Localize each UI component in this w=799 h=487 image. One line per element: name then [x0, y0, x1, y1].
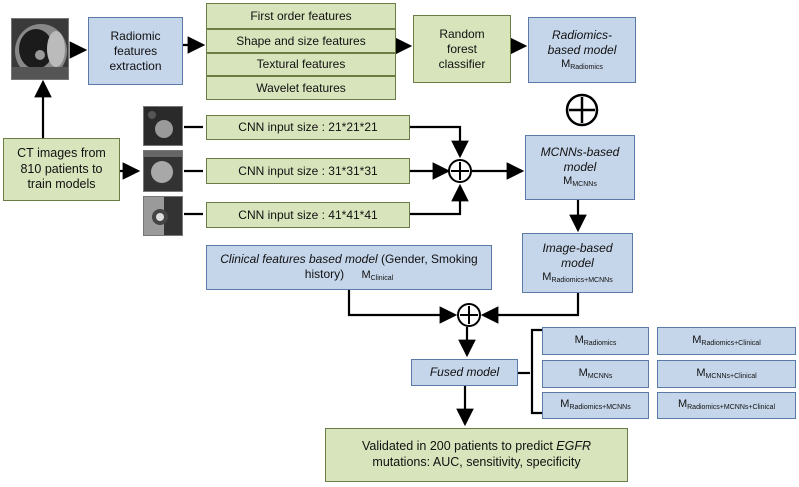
image-model-title: Image-based model: [542, 240, 613, 270]
radiomic-extraction-box: Radiomic features extraction: [88, 17, 183, 85]
validation-gene: EGFR: [556, 439, 592, 454]
nodule-patch-thumbnail: [143, 150, 183, 192]
cnn-label: CNN input size : 31*31*31: [238, 163, 378, 178]
feature-textural: Textural features: [206, 53, 396, 76]
feature-label: First order features: [250, 8, 352, 23]
validation-line2: mutations: AUC, sensitivity, specificity: [372, 455, 581, 469]
clinical-model-box: Clinical features based model (Gender, S…: [206, 245, 492, 290]
clinical-model-detail: (Gender, Smoking history): [304, 251, 478, 281]
variant-radiomics: MRadiomics: [542, 327, 649, 355]
validation-line1: Validated in 200 patients to predict: [361, 439, 557, 454]
validation-box: Validated in 200 patients to predict EGF…: [325, 428, 628, 482]
variant-radiomics-mcnns-clinical: MRadiomics+MCNNs+Clinical: [657, 392, 796, 419]
radiomics-model-box: Radiomics-based model MRadiomics: [528, 17, 636, 83]
random-forest-label: Random forest classifier: [438, 26, 486, 71]
nodule-patch-thumbnail: [143, 196, 183, 236]
clinical-model-title: Clinical features based model: [220, 251, 378, 266]
mcnns-model-box: MCNNs-based model MMCNNs: [525, 135, 635, 200]
plus-circle-icon: [565, 93, 599, 127]
mcnns-model-title: MCNNs-based model: [540, 145, 620, 175]
mcnns-model-symbol: MMCNNs: [563, 175, 597, 189]
cnn-box-31: CNN input size : 31*31*31: [206, 158, 410, 184]
variant-mcnns-clinical: MMCNNs+Clinical: [657, 360, 796, 388]
cnn-box-21: CNN input size : 21*21*21: [206, 115, 410, 140]
ct-images-box: CT images from 810 patients to train mod…: [3, 138, 120, 201]
radiomics-model-title: Radiomics-based model: [547, 27, 617, 57]
variant-radiomics-mcnns: MRadiomics+MCNNs: [542, 392, 649, 419]
image-model-box: Image-based model MRadiomics+MCNNs: [522, 233, 633, 293]
random-forest-box: Random forest classifier: [413, 15, 511, 83]
variant-radiomics-clinical: MRadiomics+Clinical: [657, 327, 796, 355]
fused-model-label: Fused model: [429, 365, 500, 379]
radiomics-model-symbol: MRadiomics: [561, 57, 603, 71]
feature-label: Wavelet features: [256, 80, 346, 95]
feature-label: Shape and size features: [236, 33, 366, 48]
variant-mcnns: MMCNNs: [542, 360, 649, 388]
ct-images-label: CT images from 810 patients to train mod…: [17, 146, 106, 192]
cnn-label: CNN input size : 21*21*21: [238, 120, 378, 134]
nodule-patch-thumbnail: [143, 106, 183, 146]
clinical-model-symbol: MClinical: [361, 268, 394, 282]
feature-first-order: First order features: [206, 3, 396, 29]
plus-circle-icon: [448, 159, 472, 183]
image-model-symbol: MRadiomics+MCNNs: [542, 270, 613, 284]
cnn-label: CNN input size : 41*41*41: [238, 207, 378, 222]
cnn-box-41: CNN input size : 41*41*41: [206, 202, 410, 228]
radiomic-extraction-label: Radiomic features extraction: [109, 28, 162, 73]
ct-scan-thumbnail: [11, 18, 69, 80]
plus-circle-icon: [457, 303, 481, 327]
feature-shape-size: Shape and size features: [206, 29, 396, 53]
fused-model-box: Fused model: [411, 359, 518, 386]
feature-wavelet: Wavelet features: [206, 76, 396, 100]
feature-label: Textural features: [256, 57, 346, 71]
